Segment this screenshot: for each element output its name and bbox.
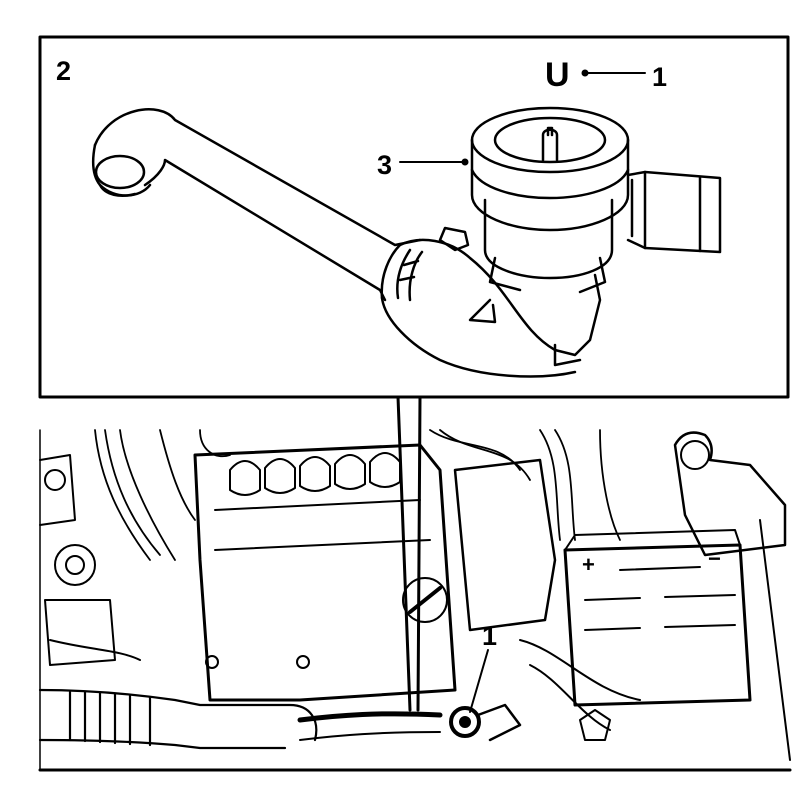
callout-3-label: 3 [377, 150, 392, 180]
vent-tube [93, 108, 422, 302]
battery [563, 529, 752, 707]
callout-1-label: 1 [652, 62, 667, 92]
wiring-harness [94, 429, 621, 561]
coolant-reservoir [673, 431, 787, 557]
battery-minus-sign: − [708, 546, 721, 571]
engine-bay-callout-leader [469, 649, 489, 713]
engine-bay-drawing: + − [38, 429, 792, 772]
valve-hose [297, 711, 443, 723]
figure-number: 2 [56, 56, 71, 86]
crankcase-vent-valve [449, 703, 522, 742]
inset-frame [38, 35, 790, 399]
oil-filler-cap [402, 577, 448, 623]
engine-cover [193, 443, 457, 702]
engine-bay-callout-label: 1 [482, 621, 497, 651]
intake-runners [214, 452, 431, 551]
left-side-components [39, 454, 141, 666]
inset-pointer-line-right [416, 395, 422, 712]
air-filter-housing [453, 458, 557, 632]
inset-pointer-line-left [396, 395, 412, 712]
callout-1-symbol: U [545, 56, 570, 94]
vent-valve-body [468, 106, 722, 367]
battery-plus-sign: + [582, 552, 595, 577]
vent-valve-assembly [91, 106, 722, 378]
